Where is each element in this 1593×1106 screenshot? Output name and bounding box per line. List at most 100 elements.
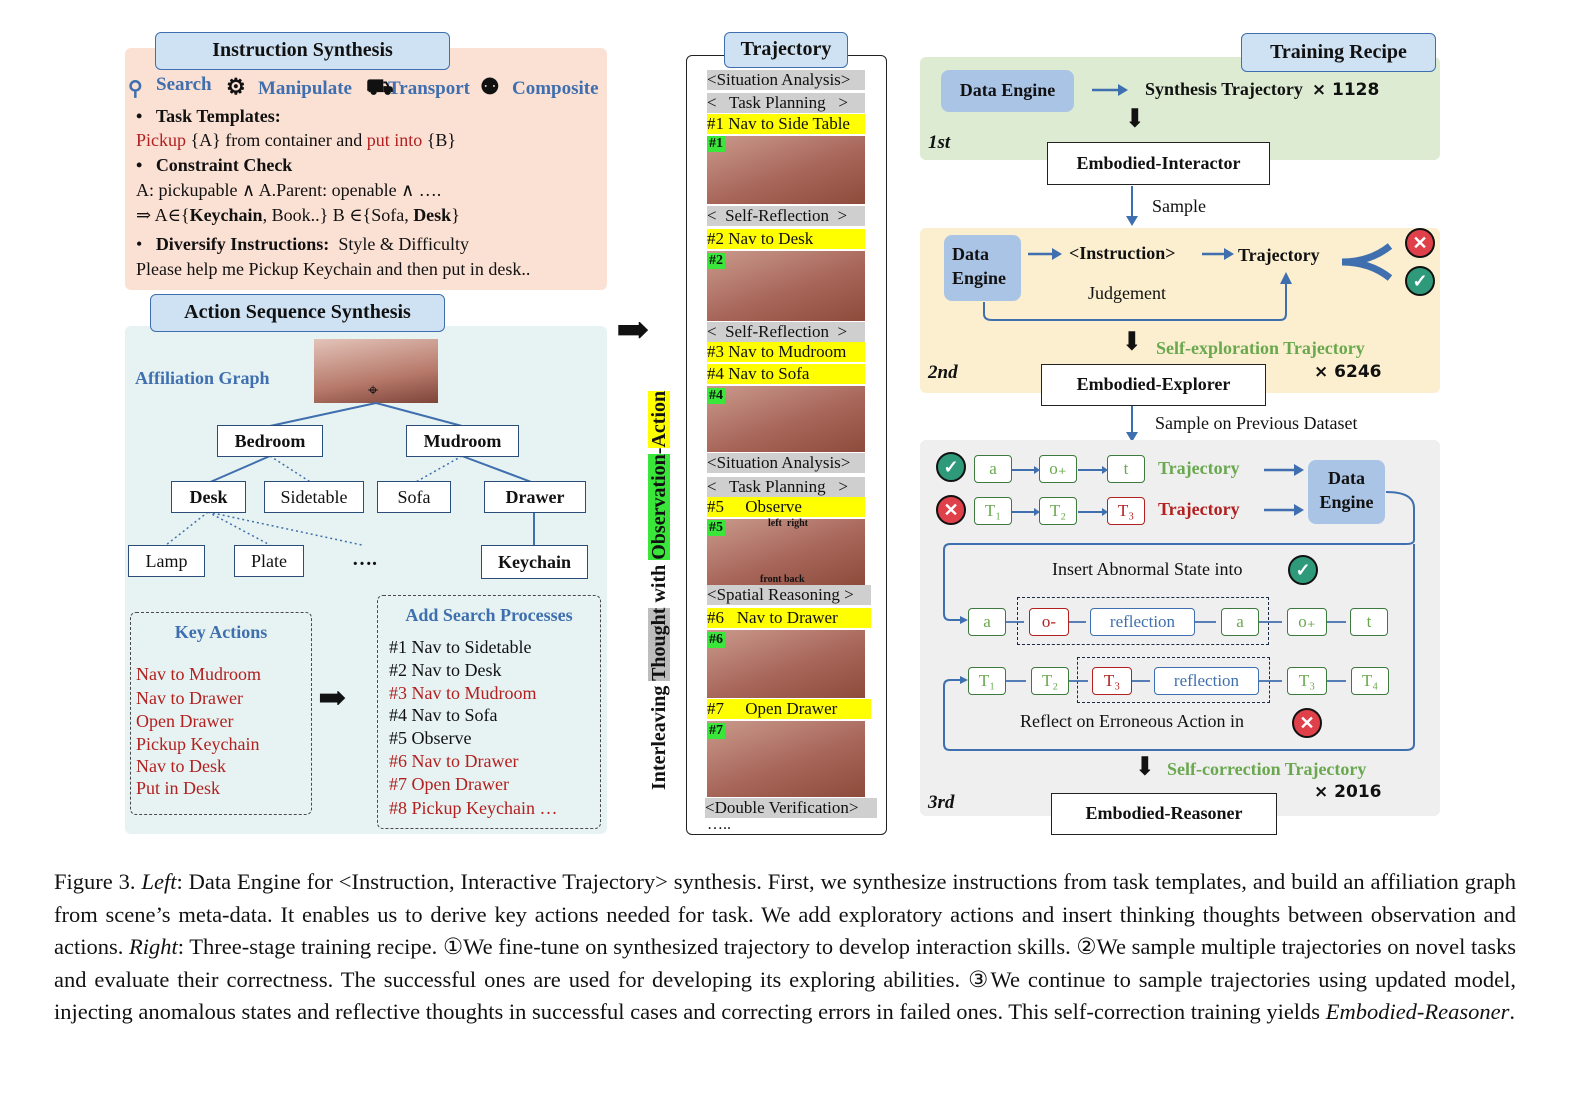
- task-templates-label: • Task Templates:: [136, 106, 281, 126]
- self-correction-label: Self-correction Trajectory: [1167, 759, 1367, 779]
- search-item-4: #4 Nav to Sofa: [389, 705, 498, 725]
- action-header: Action Sequence Synthesis: [150, 294, 445, 332]
- traj-badge-1: #1: [707, 136, 725, 152]
- recipe-header: Training Recipe: [1241, 33, 1436, 72]
- stage3-trajectory-err: Trajectory: [1158, 499, 1240, 519]
- stage2-trajectory: Trajectory: [1238, 245, 1320, 265]
- traj-badge-6: #6: [707, 632, 725, 648]
- chip-a-3: a: [1221, 608, 1259, 636]
- embodied-reasoner-box: Embodied-Reasoner: [1051, 793, 1277, 835]
- traj-step-6: #6 Nav to Drawer: [707, 608, 871, 628]
- traj-planning-2: < Task Planning >: [707, 477, 865, 497]
- example-instruction: Please help me Pickup Keychain and then …: [136, 259, 531, 279]
- key-actions-box: [130, 612, 312, 815]
- search-item-6: #6 Nav to Drawer: [389, 751, 519, 771]
- sample-label: Sample: [1152, 196, 1206, 216]
- chip-t-2: t: [1350, 608, 1388, 636]
- sample-prev-arrow: [1126, 406, 1138, 442]
- constraint-line-2: ⇒ A∈{Keychain, Book..} B ∈{Sofa, Desk}: [136, 205, 460, 225]
- category-composite: Composite: [512, 78, 599, 99]
- arrow-right-icon: ➡: [318, 680, 347, 717]
- traj-reflection-1: < Self-Reflection >: [707, 206, 865, 226]
- node-drawer: Drawer: [484, 481, 586, 513]
- traj-planning-1: < Task Planning >: [707, 93, 865, 113]
- traj-scene-1: [707, 136, 865, 204]
- reflect-erroneous-label: Reflect on Erroneous Action in: [1020, 711, 1244, 731]
- robot-arm-icon: ⚙: [226, 74, 246, 99]
- search-item-5: #5 Observe: [389, 728, 472, 748]
- failed-icon: ✕: [1405, 228, 1435, 258]
- node-more: ….: [352, 548, 377, 570]
- chip-a-2: a: [968, 608, 1006, 636]
- traj-left-right: left right: [768, 518, 808, 529]
- instruction-header: Instruction Synthesis: [155, 32, 450, 70]
- transport-icon: ⛟: [366, 74, 394, 99]
- chip-T3-2: T₃: [1092, 667, 1132, 695]
- search-process-title: Add Search Processes: [405, 605, 573, 625]
- stage3-feedback-lines: [943, 491, 1415, 751]
- traj-step-7: #7 Open Drawer: [707, 699, 871, 719]
- traj-scene-3: [707, 386, 865, 452]
- node-mudroom: Mudroom: [406, 425, 519, 457]
- stage2-multiplier: × 6246: [1314, 362, 1382, 382]
- node-desk: Desk: [171, 481, 246, 513]
- category-transport: Transport: [388, 78, 470, 99]
- trajectory-header: Trajectory: [724, 32, 848, 68]
- traj-badge-4: #4: [707, 388, 725, 404]
- traj-scene-6: [707, 721, 865, 797]
- action-panel: [125, 326, 607, 834]
- traj-badge-2: #2: [707, 253, 725, 269]
- chip-t-1: t: [1107, 455, 1145, 483]
- traj-verification: <Double Verification>: [705, 798, 877, 818]
- chip-o-plus-1: o₊: [1039, 455, 1077, 483]
- stage3-success-icon: ✓: [936, 452, 966, 482]
- traj-more: …..: [707, 816, 731, 833]
- chip-a-1: a: [974, 455, 1012, 483]
- diversify-line: • Diversify Instructions: Style & Diffic…: [136, 234, 469, 254]
- traj-situation-1: <Situation Analysis>: [707, 70, 865, 90]
- stage2-judgement: Judgement: [1088, 283, 1166, 303]
- key-action-5: Nav to Desk: [136, 756, 226, 776]
- stage1-trajectory: Synthesis Trajectory × 1128: [1145, 79, 1380, 100]
- key-actions-title: Key Actions: [174, 622, 268, 642]
- traj-scene-4: [707, 519, 865, 585]
- search-item-8: #8 Pickup Keychain …: [389, 798, 558, 818]
- stage3-trajectory-ok: Trajectory: [1158, 458, 1240, 478]
- category-search: Search: [156, 74, 212, 95]
- search-item-1: #1 Nav to Sidetable: [389, 637, 532, 657]
- node-plate: Plate: [234, 545, 304, 577]
- embodied-interactor-box: Embodied-Interactor: [1047, 142, 1270, 185]
- constraint-line-1: A: pickupable ∧ A.Parent: openable ∧ ….: [136, 180, 442, 200]
- search-process-box: [377, 595, 601, 829]
- figure-caption: Figure 3. Left: Data Engine for <Instruc…: [54, 869, 1517, 1024]
- stage1-down-arrow-icon: ⬇: [1124, 104, 1146, 133]
- abnormal-dashed-box-1: [1017, 597, 1269, 645]
- affiliation-graph-edges: [165, 402, 535, 547]
- scene-thumbnail: [314, 339, 438, 403]
- node-sofa: Sofa: [377, 481, 451, 513]
- composite-icon: ⚉: [480, 74, 500, 99]
- stage2-instruction: <Instruction>: [1069, 243, 1176, 263]
- insert-success-icon: ✓: [1288, 555, 1318, 585]
- stage1-data-engine: Data Engine: [941, 70, 1074, 112]
- key-action-3: Open Drawer: [136, 711, 234, 731]
- traj-step-4: #4 Nav to Sofa: [707, 364, 865, 384]
- instruction-panel: [125, 48, 607, 290]
- chip-T3-3: T₃: [1287, 667, 1327, 695]
- task-category-row: ⚲ Search ⚙ Manipulate ⛟ Transport ⚉ Comp…: [128, 74, 608, 102]
- key-action-2: Nav to Drawer: [136, 688, 243, 708]
- sample-arrow: [1126, 186, 1138, 226]
- stage3-down-arrow-icon: ⬇: [1134, 752, 1156, 781]
- stage2-down-arrow-icon: ⬇: [1121, 327, 1143, 356]
- traj-step-5: #5 Observe: [707, 497, 865, 517]
- traj-badge-5: #5: [707, 520, 725, 536]
- traj-front-back: front back: [760, 574, 805, 585]
- chip-T1-2: T₁: [968, 667, 1006, 695]
- chip-reflection-1: reflection: [1090, 608, 1195, 636]
- chip-T4: T₄: [1351, 667, 1389, 695]
- node-keychain: Keychain: [481, 545, 588, 579]
- search-item-2: #2 Nav to Desk: [389, 660, 502, 680]
- chip-reflection-2: reflection: [1154, 667, 1259, 695]
- constraint-label: • Constraint Check: [136, 155, 293, 175]
